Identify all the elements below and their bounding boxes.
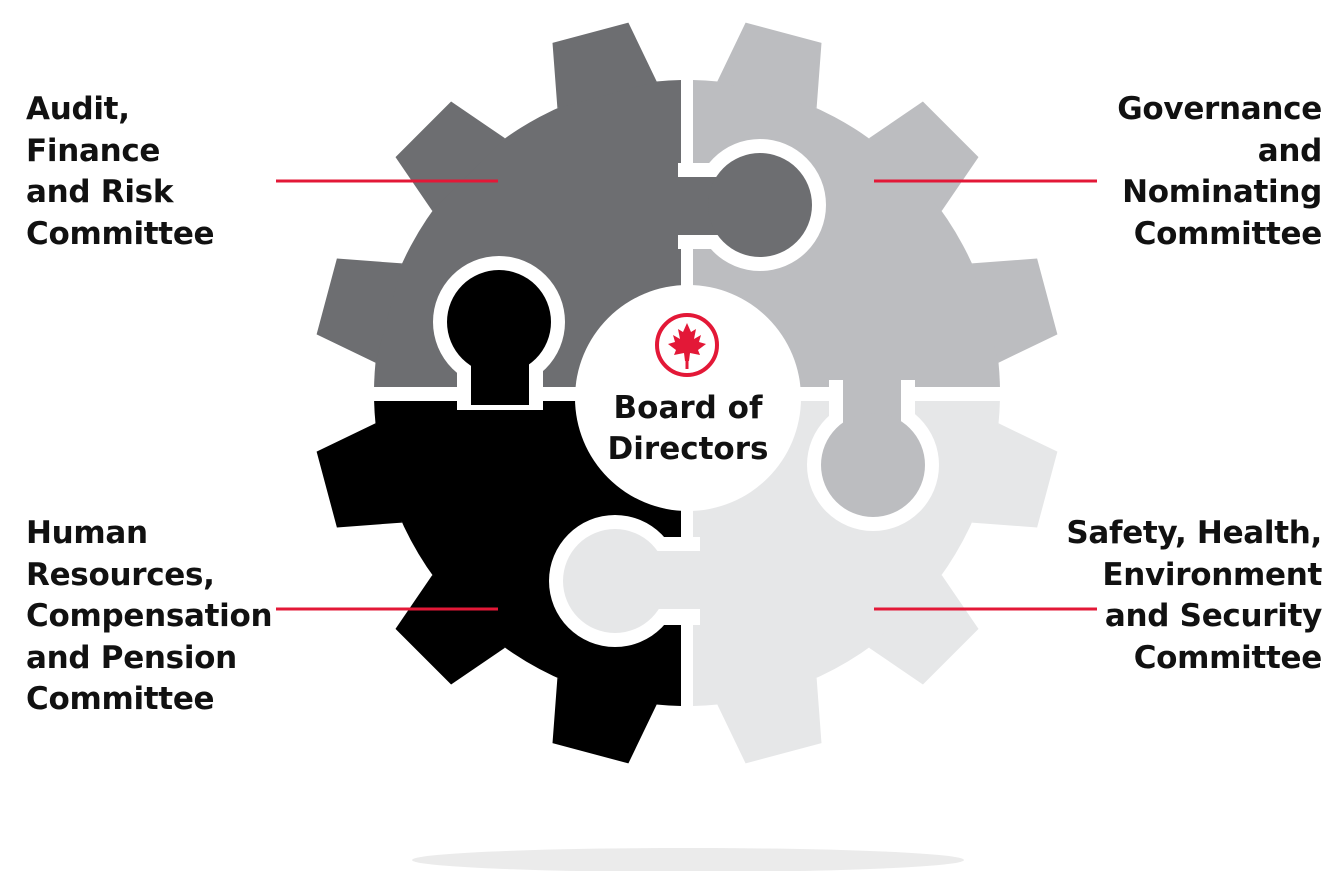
floor-shadow <box>412 848 964 871</box>
center-disc <box>575 285 801 511</box>
maple-leaf-roundel-icon <box>655 313 719 377</box>
committee-label-human-resources-compensation-pension: Human Resources, Compensation and Pensio… <box>26 515 273 717</box>
committee-label-safety-health-environment-security: Safety, Health, Environment and Security… <box>1066 515 1322 676</box>
gear-teeth <box>316 423 657 764</box>
gear-teeth <box>717 423 1058 764</box>
puzzle-knob-bottom-right <box>549 515 700 647</box>
center-title-line-1: Board of <box>614 390 763 426</box>
puzzle-knob-bottom-left <box>433 256 565 410</box>
puzzle-knob-top-right <box>807 380 939 531</box>
committee-label-governance-nominating: Governance and Nominating Committee <box>1117 91 1322 252</box>
puzzle-knob-top-left <box>678 139 826 271</box>
committee-label-audit-finance-risk: Audit, Finance and Risk Committee <box>26 91 215 252</box>
center-title-line-2: Directors <box>608 431 769 467</box>
gear-teeth <box>316 22 657 363</box>
gear-teeth <box>717 22 1058 363</box>
